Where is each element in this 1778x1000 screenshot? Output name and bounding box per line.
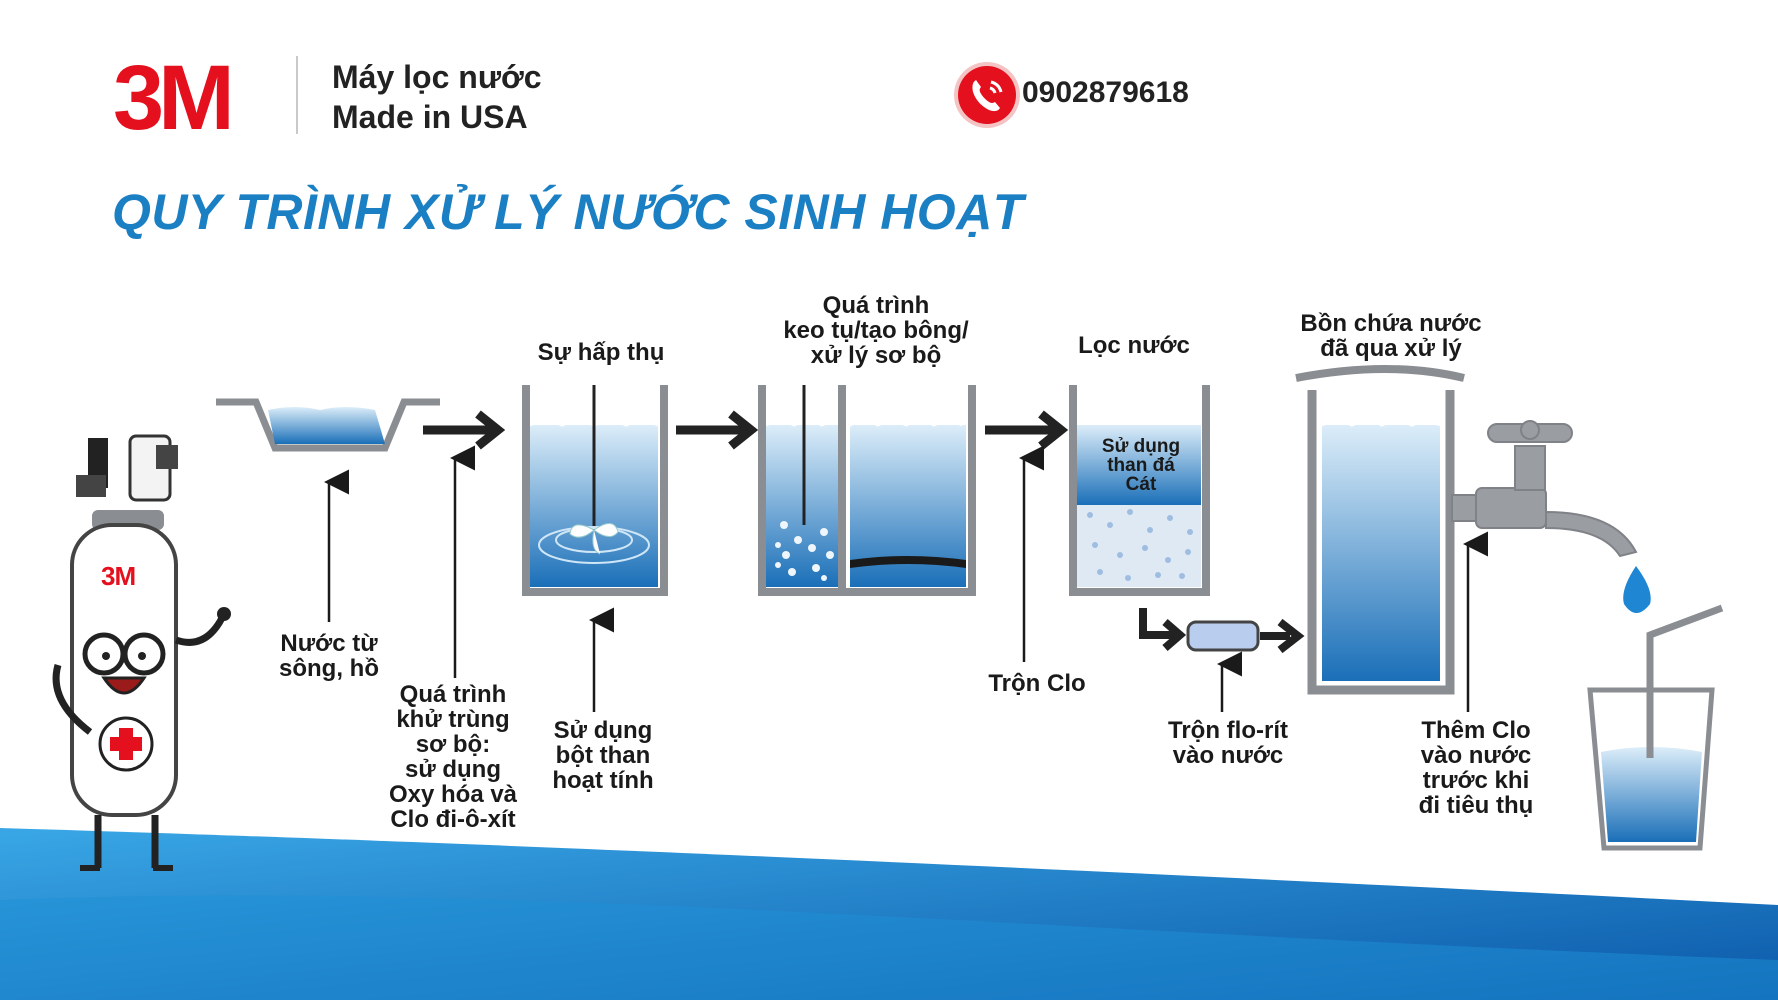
filter-media-label: Sử dụng than đá Cát — [1102, 437, 1180, 494]
fluoride-label-line-1: Trộn flo-rít — [1168, 717, 1288, 744]
3m-logo: 3M — [113, 47, 235, 149]
coagulation-title-line-1: Quá trình — [822, 292, 930, 319]
coagulation-tank — [758, 385, 976, 596]
fluoride-label: Trộn flo-rít vào nước — [1168, 718, 1288, 768]
page-title: QUY TRÌNH XỬ LÝ NƯỚC SINH HOẠT — [112, 184, 1024, 240]
phone-number[interactable]: 0902879618 — [1022, 76, 1189, 109]
header-divider — [296, 56, 298, 134]
river-label-line-1: Nước từ — [280, 630, 378, 657]
absorption-label-line-3: hoạt tính — [552, 767, 654, 794]
predisinfect-line-6: Clo đi-ô-xít — [390, 806, 516, 833]
predisinfect-line-1: Quá trình — [399, 681, 507, 708]
tagline-line-2: Made in USA — [332, 99, 528, 135]
river-label: Nước từ sông, hồ — [279, 631, 379, 681]
storage-tank — [1295, 365, 1465, 695]
predisinfect-label: Quá trình khử trùng sơ bộ: sử dụng Oxy h… — [389, 682, 517, 832]
filter-media-line-1: Sử dụng — [1101, 436, 1181, 457]
fluoride-pipe — [1139, 608, 1305, 654]
add-chlorine-line-2: vào nước — [1420, 742, 1532, 769]
add-chlorine-label: Thêm Clo vào nước trước khi đi tiêu thụ — [1419, 718, 1534, 818]
tank-title-line-1: Bồn chứa nước — [1300, 310, 1482, 337]
river-basin — [216, 398, 440, 452]
filter-media-line-3: Cát — [1125, 474, 1157, 495]
filter-title: Lọc nước — [1078, 332, 1190, 359]
tagline-line-1: Máy lọc nước — [332, 59, 542, 95]
filter-media-line-2: than đá — [1107, 455, 1175, 476]
flow-arrow-3 — [985, 410, 1069, 450]
chlorine-mix-label: Trộn Clo — [988, 670, 1086, 697]
coagulation-title: Quá trình keo tụ/tạo bông/ xử lý sơ bộ — [783, 293, 968, 368]
add-chlorine-line-1: Thêm Clo — [1421, 717, 1531, 744]
water-drop — [1623, 566, 1651, 613]
river-label-line-2: sông, hồ — [279, 655, 379, 682]
tank-title: Bồn chứa nước đã qua xử lý — [1300, 311, 1481, 361]
add-chlorine-line-4: đi tiêu thụ — [1418, 792, 1534, 819]
absorption-label: Sử dụng bột than hoạt tính — [552, 718, 653, 793]
predisinfect-line-5: Oxy hóa và — [388, 781, 518, 808]
mascot — [52, 434, 231, 871]
absorption-title: Sự hấp thụ — [537, 339, 665, 366]
phone-icon — [958, 66, 1016, 124]
pointer-arrows — [324, 445, 1488, 712]
predisinfect-line-3: sơ bộ: — [415, 731, 491, 758]
absorption-label-line-1: Sử dụng — [553, 717, 653, 744]
mascot-3m-logo: 3M — [101, 561, 136, 591]
coagulation-title-line-3: xử lý sơ bộ — [810, 342, 942, 369]
absorption-tank — [522, 385, 668, 596]
faucet — [1451, 420, 1638, 558]
fluoride-label-line-2: vào nước — [1172, 742, 1284, 769]
add-chlorine-line-3: trước khi — [1422, 767, 1530, 794]
predisinfect-line-4: sử dụng — [404, 756, 502, 783]
absorption-label-line-2: bột than — [555, 742, 651, 769]
water-glass — [1587, 604, 1724, 851]
flow-arrow-2 — [676, 410, 759, 450]
tagline: Máy lọc nước Made in USA — [332, 57, 542, 137]
coagulation-title-line-2: keo tụ/tạo bông/ — [783, 317, 969, 344]
predisinfect-line-2: khử trùng — [396, 706, 510, 733]
filter-tank — [1069, 385, 1210, 596]
tank-title-line-2: đã qua xử lý — [1320, 335, 1462, 362]
flow-arrow-1 — [423, 410, 506, 450]
